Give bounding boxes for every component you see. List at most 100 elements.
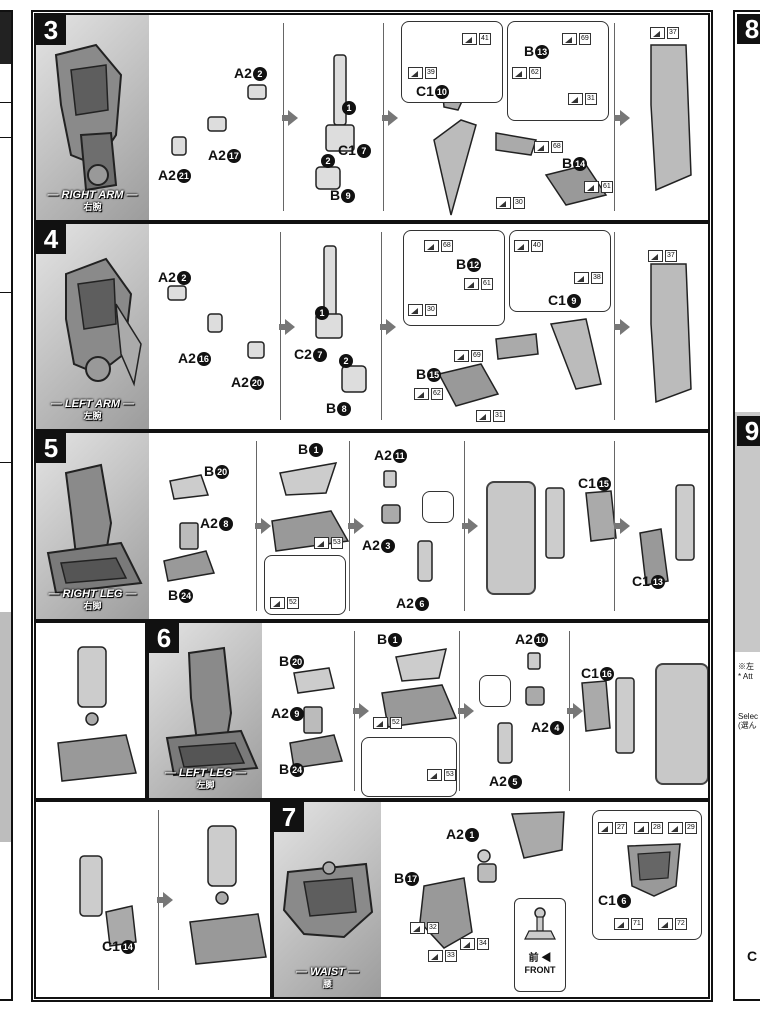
- sticker-tag: 53: [427, 769, 456, 781]
- sticker-tag: 34: [460, 938, 489, 950]
- part-label-text: C2: [294, 346, 312, 362]
- step-caption: — RIGHT ARM —右腕: [36, 189, 149, 213]
- order-number: 2: [321, 154, 335, 168]
- step-arrow: [614, 110, 630, 126]
- left-leg-figure: [165, 646, 259, 777]
- right-edge-page: 8 9 ※左 * Att Selec (選ん C: [733, 10, 760, 1001]
- part-number-badge: 3: [380, 539, 395, 553]
- sticker-icon: [658, 918, 673, 930]
- sticker-icon: [584, 181, 599, 193]
- part-number-badge: 13: [535, 45, 550, 59]
- step-arrow: [462, 518, 478, 534]
- callout-b24-sticker: [361, 737, 457, 797]
- part-label-text: C1: [598, 892, 616, 908]
- part-label-text: B: [326, 400, 337, 416]
- left-edge-rule: [0, 102, 11, 103]
- sticker-number: 28: [651, 822, 663, 834]
- left-leg-assembly-sketch: [289, 648, 635, 778]
- sticker-number: 71: [631, 918, 643, 930]
- sticker-number: 69: [579, 33, 591, 45]
- part-number-badge: 7: [356, 144, 371, 158]
- sticker-icon: [464, 278, 479, 290]
- right-arm-figure: [54, 43, 123, 192]
- part-number-badge: 15: [427, 368, 442, 382]
- sticker-tag: 37: [648, 250, 677, 262]
- sticker-tag: 68: [534, 141, 563, 153]
- sticker-tag: 33: [428, 950, 457, 962]
- part-label-text: A2: [446, 826, 464, 842]
- sticker-number: 52: [287, 597, 299, 609]
- part-number-badge: 20: [249, 376, 264, 390]
- right-edge-hero-gray: [735, 412, 760, 652]
- part-number-badge: 10: [434, 85, 449, 99]
- caption-en: WAIST: [310, 966, 345, 978]
- part-label-text: B: [298, 441, 309, 457]
- part-number-badge: 24: [179, 589, 194, 603]
- caption-jp: 左脚: [196, 780, 215, 790]
- step-arrow: [382, 110, 398, 126]
- part-label-text: A2: [374, 447, 392, 463]
- sticker-icon: [614, 918, 629, 930]
- sticker-icon: [373, 717, 388, 729]
- part-label-text: A2: [158, 269, 176, 285]
- sticker-tag: 72: [658, 918, 687, 930]
- part-number-badge: 1: [309, 443, 324, 457]
- left-edge-rule: [0, 462, 11, 463]
- sticker-icon: [650, 27, 665, 39]
- sticker-tag: 62: [512, 67, 541, 79]
- step-6-hero-image: 6 — LEFT LEG —左脚: [149, 623, 262, 798]
- part-label-text: B: [524, 43, 535, 59]
- caption-jp: 左腕: [83, 411, 102, 421]
- part-label-text: C1: [578, 475, 596, 491]
- sticker-tag: 30: [496, 197, 525, 209]
- step-arrow: [348, 518, 364, 534]
- detail-callout: [479, 675, 511, 707]
- part-number-badge: 15: [596, 477, 611, 491]
- sticker-icon: [476, 410, 491, 422]
- part-label-text: B: [279, 761, 290, 777]
- step-number: 3: [36, 15, 66, 45]
- sticker-number: 41: [479, 33, 491, 45]
- order-number: 1: [315, 306, 329, 320]
- sticker-tag: 38: [574, 272, 603, 284]
- sticker-number: 30: [425, 304, 437, 316]
- step-number: 9: [737, 416, 760, 446]
- part-label-text: A2: [158, 167, 176, 183]
- sticker-icon: [428, 950, 443, 962]
- sticker-number: 31: [585, 93, 597, 105]
- part-number-badge: 9: [566, 294, 581, 308]
- step-number: 6: [149, 623, 179, 653]
- leg-cover-sketch: [79, 825, 267, 965]
- order-badge-2: 2: [338, 352, 353, 368]
- step-caption: — LEFT ARM —左腕: [36, 398, 149, 422]
- sticker-tag: 69: [454, 350, 483, 362]
- part-label-text: B: [394, 870, 405, 886]
- step-4-hero-image: 4 — LEFT ARM —左腕: [36, 224, 149, 429]
- cover-detail-callout: [655, 663, 708, 785]
- waist-figure: [282, 861, 374, 939]
- sticker-number: 61: [601, 181, 613, 193]
- sticker-icon: [427, 769, 442, 781]
- left-edge-page: [0, 10, 13, 1001]
- part-number-badge: 9: [289, 707, 304, 721]
- part-number-badge: 13: [650, 575, 665, 589]
- part-label-text: C1: [581, 665, 599, 681]
- sticker-icon: [562, 33, 577, 45]
